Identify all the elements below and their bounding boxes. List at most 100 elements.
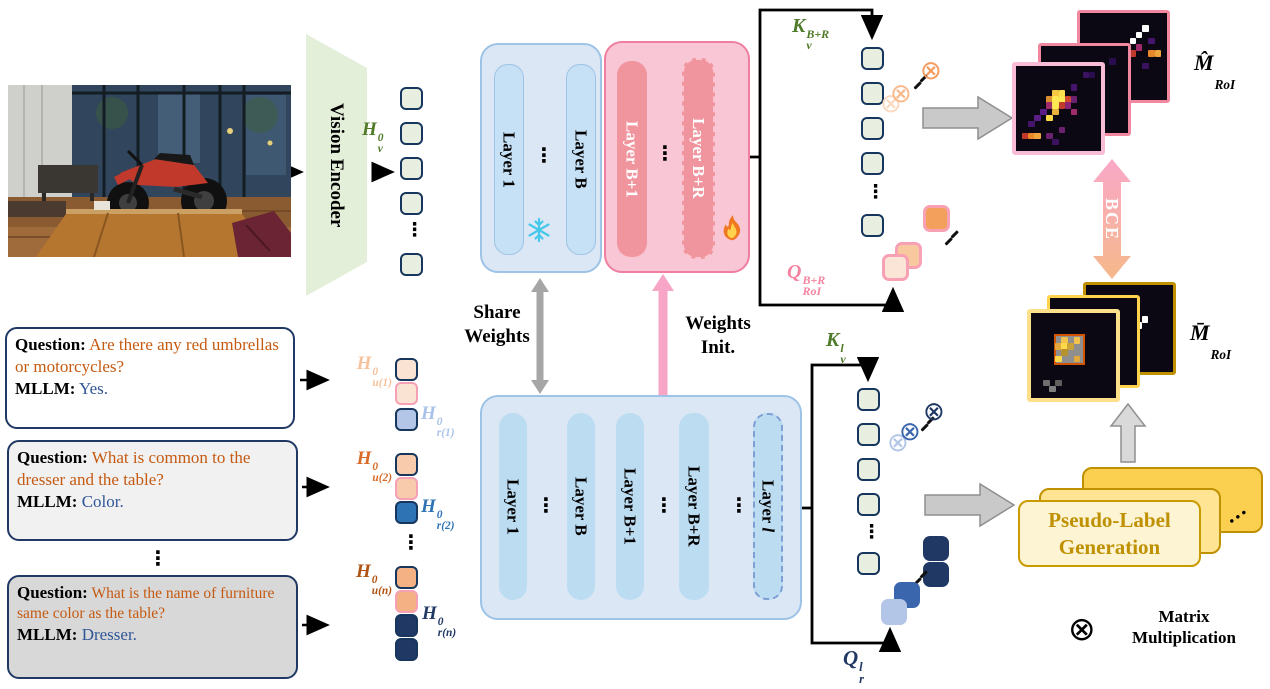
vision-token bbox=[400, 122, 423, 145]
bce-caption: BCE bbox=[1100, 197, 1124, 243]
layer-label: Layer B bbox=[571, 130, 591, 189]
heatmap-cell bbox=[1058, 90, 1065, 97]
trainable-encoder-block: Layer B+1 Layer B+R ⋮ bbox=[604, 41, 750, 273]
heatmap-cell bbox=[1135, 44, 1143, 51]
diagonal-dots bbox=[950, 230, 959, 239]
user-token bbox=[395, 453, 418, 476]
heatmap-cell bbox=[1046, 96, 1053, 103]
key-token bbox=[857, 388, 880, 411]
llm-block: Layer 1 Layer B ⋮ Layer B+1 Layer B+R ⋮ … bbox=[480, 395, 802, 620]
pseudo-label-line1: Pseudo-Label bbox=[1048, 508, 1171, 533]
vision-token bbox=[400, 253, 423, 276]
mllm-label: MLLM: bbox=[17, 625, 78, 645]
arrow-to-pseudo-label bbox=[924, 482, 1016, 528]
heatmap-cell bbox=[1052, 102, 1059, 109]
pseudo-label-generation-box: Pseudo-Label Generation bbox=[1018, 500, 1201, 567]
ellipsis: ⋮ bbox=[655, 141, 675, 165]
qa-box-1: Question: Are there any red umbrellas or… bbox=[5, 327, 295, 429]
heatmap-cell bbox=[1129, 37, 1137, 45]
layer-pill: Layer B+R bbox=[682, 58, 715, 259]
heatmap-cell bbox=[1055, 379, 1062, 387]
key-token bbox=[861, 214, 884, 237]
ellipsis: ⋮ bbox=[536, 493, 556, 517]
layer-label: Layer B+R bbox=[684, 466, 704, 547]
question-text: What is common to the dresser and the ta… bbox=[17, 448, 251, 490]
question-label: Question: bbox=[17, 583, 88, 602]
scene-photo bbox=[8, 85, 291, 258]
response-query-token bbox=[923, 562, 949, 587]
heatmap-cell bbox=[1061, 337, 1068, 344]
heatmap-cell bbox=[1040, 108, 1047, 115]
heatmap-cell bbox=[1034, 132, 1041, 140]
heatmap-cell bbox=[1141, 316, 1149, 323]
response-query-token bbox=[923, 536, 949, 561]
user-token bbox=[395, 382, 418, 405]
arrow-to-pred-maps bbox=[922, 95, 1014, 141]
question-label: Question: bbox=[15, 335, 86, 354]
qa-box-2: Question: What is common to the dresser … bbox=[7, 440, 298, 541]
ellipsis: ⋮ bbox=[148, 546, 168, 570]
layer-pill: Layer 1 bbox=[499, 413, 527, 600]
matrix-multiply-icon: ⊗ bbox=[890, 79, 912, 109]
response-token bbox=[395, 638, 418, 661]
layer-label-pre: Layer bbox=[758, 480, 778, 528]
layer-label: Layer B+1 bbox=[620, 468, 640, 545]
matrix-multiply-icon: ⊗ bbox=[880, 89, 902, 119]
vision-token bbox=[400, 87, 423, 110]
heatmap-cell bbox=[1070, 84, 1078, 91]
qa-box-3: Question: What is the name of furniture … bbox=[7, 575, 298, 679]
ellipsis: ⋮ bbox=[862, 521, 881, 543]
m-hat-roi-label: M̂ RoI bbox=[1194, 50, 1236, 93]
layer-pill: Layer B bbox=[566, 64, 596, 255]
layer-pill: Layer B bbox=[567, 413, 595, 600]
bce-text: BCE bbox=[1102, 198, 1122, 242]
m-bar-roi-label: M̄ RoI bbox=[1190, 320, 1232, 363]
share-weights-line1: Share bbox=[473, 302, 521, 323]
key-token bbox=[861, 82, 884, 105]
ellipsis: ⋮ bbox=[534, 143, 554, 167]
key-token bbox=[857, 552, 880, 575]
matrix-multiply-icon: ⊗ bbox=[920, 56, 942, 86]
heatmap-cell bbox=[1135, 31, 1143, 39]
legend-line1: Matrix bbox=[1158, 607, 1210, 626]
matrix-multiply-legend-icon: ⊗ bbox=[1068, 609, 1096, 648]
vision-token bbox=[400, 157, 423, 180]
heatmap-cell bbox=[1148, 50, 1155, 57]
user-token bbox=[395, 566, 418, 589]
mllm-label: MLLM: bbox=[17, 492, 78, 512]
heatmap-cell bbox=[1070, 108, 1078, 115]
snowflake-icon bbox=[528, 217, 550, 243]
question-text: What is the name of furniture same color… bbox=[17, 585, 275, 623]
key-token bbox=[857, 423, 880, 446]
heatmap-cell bbox=[1052, 96, 1059, 103]
vision-encoder-block: Vision Encoder bbox=[306, 34, 367, 296]
layer-label: Layer B+1 bbox=[622, 120, 642, 198]
heatmap-cell bbox=[1073, 355, 1080, 362]
key-token bbox=[861, 47, 884, 70]
layer-label: Layer l bbox=[758, 480, 778, 532]
layer-pill: Layer B+1 bbox=[616, 413, 644, 600]
layer-label: Layer 1 bbox=[499, 131, 519, 188]
heatmap-cell bbox=[1148, 37, 1155, 45]
arrow-pseudo-to-maps bbox=[1109, 402, 1147, 463]
heatmap-cell bbox=[1067, 343, 1074, 350]
weights-init-line2: Init. bbox=[700, 336, 736, 358]
heatmap-cell bbox=[1058, 102, 1065, 109]
share-weights-line2: Weights bbox=[464, 325, 530, 347]
question-text: Are there any red umbrellas or motorcycl… bbox=[15, 335, 279, 377]
heatmap-cell bbox=[1046, 132, 1053, 140]
heatmap-cell bbox=[1073, 337, 1080, 344]
response-query-token bbox=[881, 599, 907, 625]
heatmap-cell bbox=[1055, 355, 1062, 362]
heatmap-cell bbox=[1109, 58, 1116, 65]
vision-token bbox=[400, 192, 423, 215]
heatmap-cell bbox=[1064, 96, 1071, 103]
